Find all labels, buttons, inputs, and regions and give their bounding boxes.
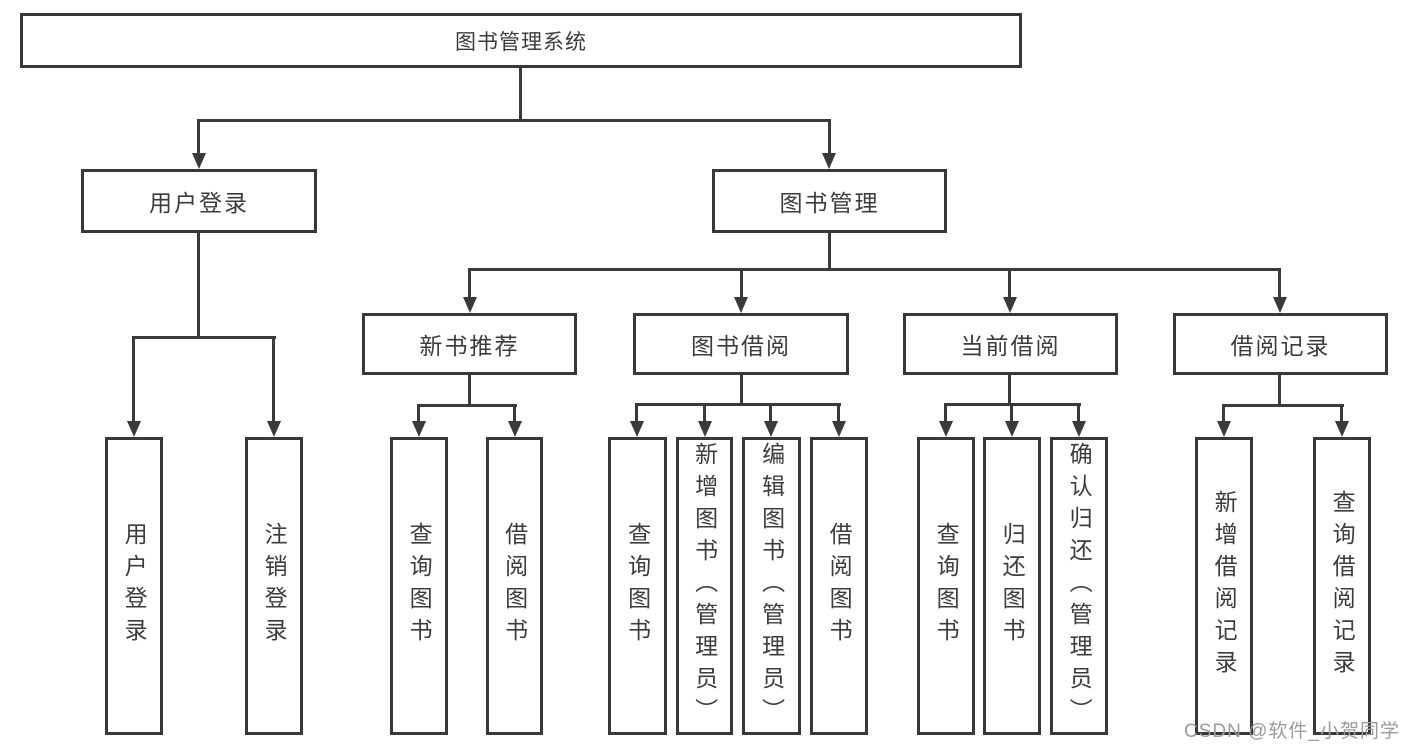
arrowhead-down-icon xyxy=(1003,297,1017,313)
connector-borrow-child2-stem xyxy=(703,403,706,421)
leaf-query-books-borrow: 查询图书 xyxy=(608,437,667,735)
leaf-borrow-books-borrow: 借阅图书 xyxy=(810,437,868,735)
leaf-query-borrow-record-label: 查询借阅记录 xyxy=(1329,490,1356,682)
leaf-borrow-books-recommend-label: 借阅图书 xyxy=(501,522,528,650)
arrowhead-down-icon xyxy=(939,421,953,437)
connector-records-child1-stem xyxy=(1222,404,1225,421)
connector-borrow-child4-stem xyxy=(837,403,840,421)
node-borrow-records-label: 借阅记录 xyxy=(1230,333,1331,359)
node-library-system: 图书管理系统 xyxy=(20,13,1022,68)
leaf-query-books-current-label: 查询图书 xyxy=(933,522,960,650)
node-new-book-recommend: 新书推荐 xyxy=(362,313,577,375)
connector-to-records-stem xyxy=(1278,268,1281,297)
leaf-borrow-books-recommend: 借阅图书 xyxy=(486,437,543,735)
connector-to-book-mgmt-stem xyxy=(828,119,831,153)
node-book-management-label: 图书管理 xyxy=(779,190,880,216)
connector-records-rail xyxy=(1222,404,1344,407)
arrowhead-down-icon xyxy=(1273,297,1287,313)
leaf-user-login: 用户登录 xyxy=(105,437,163,735)
connector-borrow-rail xyxy=(635,403,841,406)
node-book-borrow-label: 图书借阅 xyxy=(691,333,791,359)
connector-login-stem xyxy=(197,233,200,339)
arrowhead-down-icon xyxy=(832,421,846,437)
leaf-query-books-current: 查询图书 xyxy=(917,437,975,735)
connector-to-borrow-stem xyxy=(740,268,743,297)
connector-records-stem xyxy=(1278,375,1281,407)
arrowhead-down-icon xyxy=(412,421,426,437)
arrowhead-down-icon xyxy=(734,297,748,313)
arrowhead-down-icon xyxy=(698,421,712,437)
connector-recommend-child2-stem xyxy=(513,404,516,421)
leaf-return-book-label: 归还图书 xyxy=(999,522,1026,650)
connector-borrow-child3-stem xyxy=(769,403,772,421)
leaf-query-books-recommend-label: 查询图书 xyxy=(406,522,433,650)
arrowhead-down-icon xyxy=(1072,421,1086,437)
leaf-user-login-label: 用户登录 xyxy=(121,522,148,650)
connector-current-child2-stem xyxy=(1010,403,1013,421)
leaf-add-borrow-record: 新增借阅记录 xyxy=(1195,437,1253,735)
arrowhead-down-icon xyxy=(1217,421,1231,437)
connector-to-recommend-stem xyxy=(468,268,471,297)
connector-recommend-stem xyxy=(468,375,471,407)
connector-to-current-stem xyxy=(1008,268,1011,297)
leaf-logout-label: 注销登录 xyxy=(261,522,288,650)
leaf-add-book-admin-label: 新增图书（管理员） xyxy=(691,442,718,730)
connector-current-child1-stem xyxy=(944,403,947,421)
connector-mgmt-rail xyxy=(468,268,1281,271)
node-current-borrow: 当前借阅 xyxy=(903,313,1118,375)
node-book-management: 图书管理 xyxy=(712,169,947,233)
leaf-add-borrow-record-label: 新增借阅记录 xyxy=(1211,490,1238,682)
connector-borrow-stem xyxy=(740,375,743,406)
arrowhead-down-icon xyxy=(630,421,644,437)
leaf-query-books-recommend: 查询图书 xyxy=(390,437,448,735)
connector-login-child1-stem xyxy=(132,336,135,421)
leaf-query-borrow-record: 查询借阅记录 xyxy=(1313,437,1371,735)
leaf-return-book: 归还图书 xyxy=(983,437,1041,735)
arrowhead-down-icon xyxy=(508,421,522,437)
csdn-watermark: CSDN @软件_小贺同学 xyxy=(1184,721,1400,742)
arrowhead-down-icon xyxy=(127,421,141,437)
connector-recommend-rail xyxy=(417,404,517,407)
arrowhead-down-icon xyxy=(192,153,206,169)
leaf-edit-book-admin-label: 编辑图书（管理员） xyxy=(758,442,785,730)
connector-records-child2-stem xyxy=(1340,404,1343,421)
connector-recommend-child1-stem xyxy=(417,404,420,421)
node-user-login: 用户登录 xyxy=(81,169,317,233)
arrowhead-down-icon xyxy=(267,421,281,437)
connector-root-stem xyxy=(519,68,522,119)
connector-to-user-login-stem xyxy=(197,119,200,153)
leaf-edit-book-admin: 编辑图书（管理员） xyxy=(742,437,801,735)
connector-login-rail xyxy=(132,336,276,339)
connector-current-stem xyxy=(1008,375,1011,406)
node-current-borrow-label: 当前借阅 xyxy=(960,333,1061,359)
node-user-login-label: 用户登录 xyxy=(149,190,249,216)
leaf-logout: 注销登录 xyxy=(245,437,303,735)
connector-login-child2-stem xyxy=(272,336,275,421)
node-new-book-recommend-label: 新书推荐 xyxy=(419,333,520,359)
leaf-confirm-return-admin: 确认归还（管理员） xyxy=(1050,437,1108,735)
connector-borrow-child1-stem xyxy=(635,403,638,421)
connector-root-rail xyxy=(197,119,831,122)
leaf-add-book-admin: 新增图书（管理员） xyxy=(676,437,733,735)
arrowhead-down-icon xyxy=(764,421,778,437)
leaf-confirm-return-admin-label: 确认归还（管理员） xyxy=(1066,442,1093,730)
connector-current-child3-stem xyxy=(1077,403,1080,421)
node-book-borrow: 图书借阅 xyxy=(633,313,849,375)
node-library-system-label: 图书管理系统 xyxy=(455,30,587,54)
arrowhead-down-icon xyxy=(1335,421,1349,437)
arrowhead-down-icon xyxy=(1005,421,1019,437)
leaf-query-books-borrow-label: 查询图书 xyxy=(624,522,651,650)
node-borrow-records: 借阅记录 xyxy=(1173,313,1388,375)
arrowhead-down-icon xyxy=(463,297,477,313)
connector-mgmt-stem xyxy=(828,233,831,271)
leaf-borrow-books-borrow-label: 借阅图书 xyxy=(826,522,853,650)
arrowhead-down-icon xyxy=(822,153,836,169)
